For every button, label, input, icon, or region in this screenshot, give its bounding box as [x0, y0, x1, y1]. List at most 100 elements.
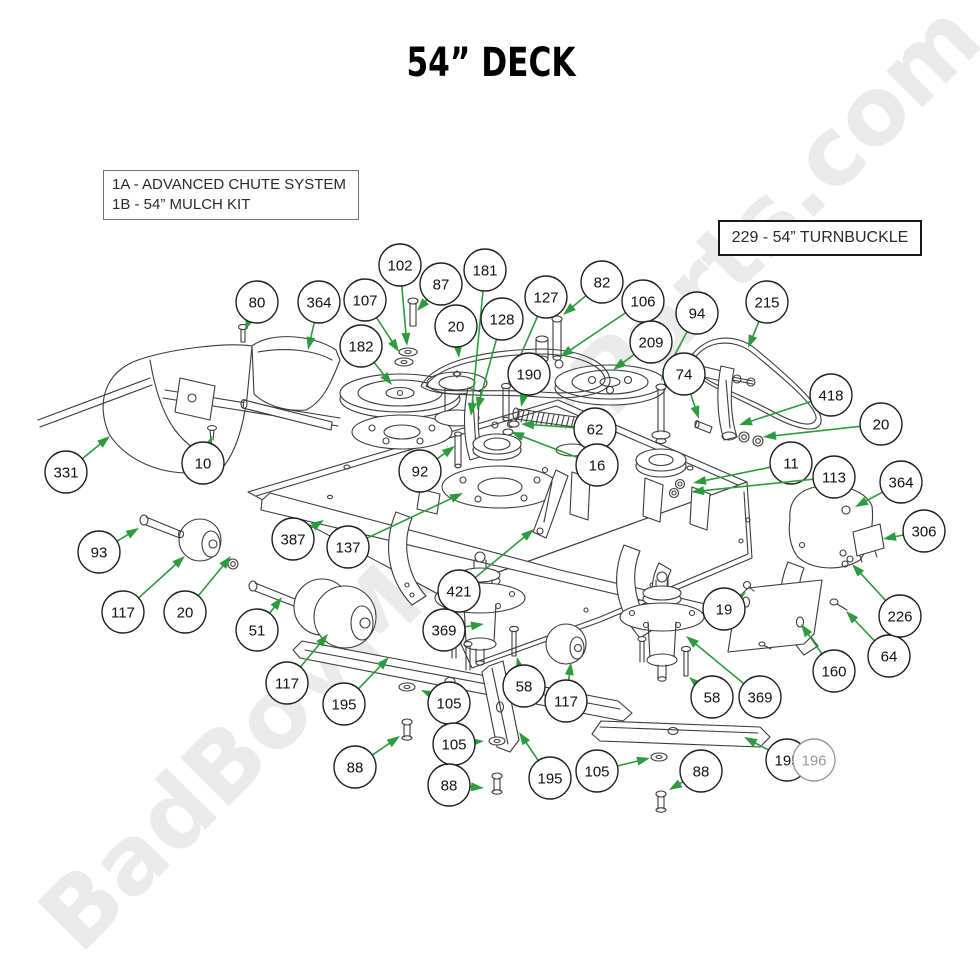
leader-line — [531, 423, 575, 429]
callout-number: 364 — [888, 475, 913, 492]
turnbuckle-label-box: 229 - 54” TURNBUCKLE — [718, 220, 922, 256]
mower-blade-3 — [591, 720, 771, 748]
leader-line — [401, 285, 407, 336]
leader-line — [375, 317, 394, 344]
callout-20: 20 — [434, 304, 478, 358]
idler-link-421 — [532, 469, 569, 539]
pulley-deck-right — [635, 448, 687, 478]
callout-226: 226 — [852, 564, 922, 638]
leader-line — [524, 740, 539, 762]
washers-102-107 — [394, 347, 418, 367]
leader-arrowhead — [846, 611, 859, 624]
callout-circle — [378, 243, 422, 287]
pin-92 — [453, 431, 463, 469]
legend-line-advanced-chute: 1A - ADVANCED CHUTE SYSTEM — [112, 176, 346, 193]
callout-circle — [738, 675, 782, 719]
screw-19 — [742, 580, 755, 592]
leader-line — [568, 312, 627, 352]
nuts-11-113 — [668, 478, 686, 499]
leader-arrowhead — [852, 564, 865, 577]
callout-circle — [181, 441, 225, 485]
leader-line — [864, 491, 883, 503]
nut-106 — [554, 359, 564, 369]
callout-circle — [343, 278, 387, 322]
callout-number: 80 — [249, 295, 266, 312]
callout-number: 127 — [533, 290, 558, 307]
leader-arrowhead — [470, 621, 484, 631]
leader-line — [197, 563, 225, 597]
chute-mulch-legend-box: 1A - ADVANCED CHUTE SYSTEM 1B - 54” MULC… — [103, 170, 359, 220]
callout-105: 105 — [421, 681, 471, 725]
leader-line — [753, 741, 769, 751]
callout-181: 181 — [463, 248, 507, 416]
spindle-pulley-209 — [554, 364, 666, 406]
callout-number: 102 — [387, 258, 412, 275]
callout-circle — [812, 649, 856, 693]
leader-arrowhead — [690, 405, 700, 419]
callout-circle — [879, 460, 923, 504]
washer-105-c — [650, 752, 668, 762]
leader-line — [81, 442, 102, 460]
hanger-arm-1 — [388, 511, 427, 606]
callout-58: 58 — [689, 675, 734, 719]
bracket-160 — [727, 579, 823, 653]
leader-line — [703, 466, 771, 482]
roller-wheel-1 — [178, 518, 222, 562]
leader-line — [309, 322, 316, 340]
callout-number: 369 — [747, 690, 772, 707]
leader-arrowhead — [560, 345, 574, 357]
callout-88: 88 — [427, 763, 484, 807]
leader-arrowhead — [693, 475, 707, 485]
bolt-82 — [551, 315, 564, 369]
leader-arrowhead — [270, 597, 282, 611]
leader-line — [617, 759, 640, 767]
callout-circle — [235, 280, 279, 324]
callout-number: 20 — [873, 417, 890, 434]
callout-number: 92 — [412, 464, 429, 481]
callout-number: 182 — [348, 339, 373, 356]
callout-369: 369 — [422, 608, 484, 652]
leader-arrowhead — [470, 782, 484, 792]
callout-88: 88 — [333, 736, 400, 789]
callout-105: 105 — [575, 749, 650, 793]
callout-circle — [44, 450, 88, 494]
callout-number: 105 — [441, 737, 466, 754]
leader-line — [853, 618, 876, 642]
callout-circle — [480, 297, 524, 341]
callout-number: 82 — [594, 275, 611, 292]
callout-circle — [339, 324, 383, 368]
clevis-pin-74 — [694, 419, 713, 434]
callout-number: 88 — [693, 764, 710, 781]
bolt-58-left — [508, 625, 520, 657]
leader-arrowhead — [172, 556, 185, 569]
callout-137: 137 — [326, 493, 463, 569]
callout-circle — [812, 455, 856, 499]
callout-195: 195 — [519, 732, 572, 800]
callout-circle — [702, 587, 746, 631]
leader-arrowhead — [219, 556, 231, 569]
callout-10: 10 — [181, 436, 225, 485]
callout-number: 94 — [689, 306, 706, 323]
callout-number: 20 — [177, 605, 194, 622]
callout-circle — [437, 569, 481, 613]
callout-circle — [662, 352, 706, 396]
leader-arrowhead — [511, 432, 525, 441]
callout-215: 215 — [745, 280, 789, 348]
blade-stop-plate — [441, 465, 559, 509]
leader-arrowhead — [801, 624, 813, 638]
screw-64 — [829, 598, 848, 611]
callout-20: 20 — [763, 402, 903, 446]
leader-arrowhead — [125, 528, 139, 539]
leader-arrowhead — [476, 396, 485, 410]
leader-arrowhead — [686, 636, 699, 648]
screw-10 — [206, 425, 218, 441]
callout-number: 74 — [676, 367, 693, 384]
callout-117: 117 — [101, 556, 185, 634]
leader-line — [773, 425, 861, 437]
callout-364: 364 — [855, 460, 923, 507]
leader-line — [621, 353, 635, 365]
callout-82: 82 — [563, 260, 624, 315]
leader-arrowhead — [689, 677, 702, 689]
leader-arrowhead — [748, 334, 758, 348]
